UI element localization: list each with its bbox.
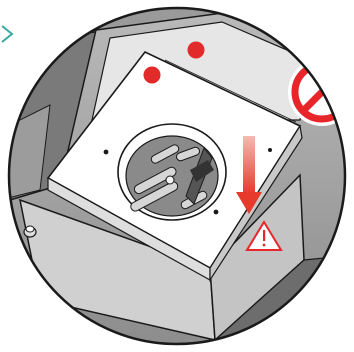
callout-arrow-icon <box>2 26 12 42</box>
screw-icon <box>24 226 36 237</box>
prohibition-icon <box>288 58 354 126</box>
blade-opening <box>118 124 226 220</box>
